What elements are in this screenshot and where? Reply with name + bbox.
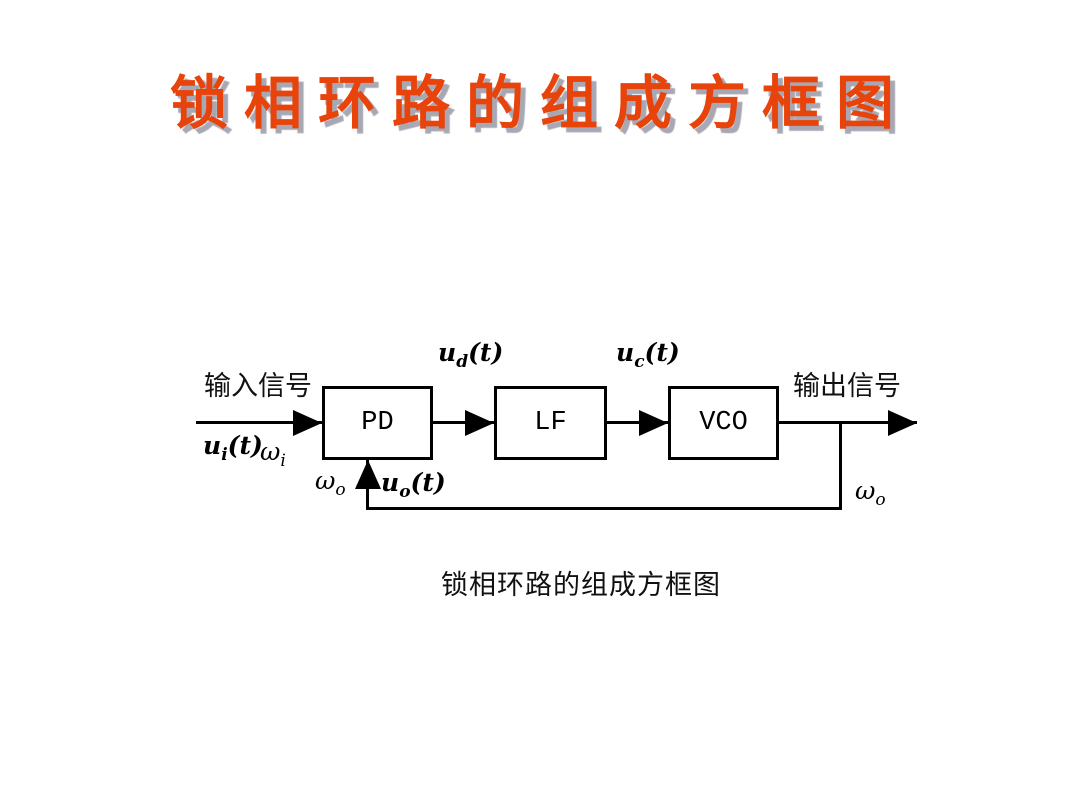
label-omega-o-feedback: ωo [315, 466, 346, 500]
feedback-bottom-line [366, 507, 842, 510]
pd-to-lf-line [433, 421, 494, 424]
arrowhead-into-pd-icon [293, 410, 322, 436]
label-ud-t: ud(t) [438, 338, 504, 372]
block-lf: LF [494, 386, 607, 460]
output-line [779, 421, 917, 424]
block-pd: PD [322, 386, 433, 460]
label-omega-o-output: ωo [855, 476, 886, 510]
label-uc-t: uc(t) [616, 338, 680, 372]
feedback-down-line [839, 421, 842, 510]
label-uo-t: uo(t) [381, 468, 446, 502]
arrowhead-output-icon [888, 410, 917, 436]
output-signal-label: 输出信号 [793, 371, 901, 401]
arrowhead-into-vco-icon [639, 410, 668, 436]
block-pd-label: PD [361, 408, 394, 438]
arrowhead-into-lf-icon [465, 410, 494, 436]
label-ui-t: ui(t) [203, 431, 263, 465]
lf-to-vco-line [607, 421, 668, 424]
block-vco: VCO [668, 386, 779, 460]
block-lf-label: LF [534, 408, 567, 438]
input-line [196, 421, 322, 424]
arrowhead-feedback-into-pd-icon [355, 460, 381, 489]
input-signal-label: 输入信号 [204, 371, 312, 401]
diagram-caption: 锁相环路的组成方框图 [441, 570, 721, 600]
block-vco-label: VCO [699, 408, 748, 438]
label-omega-i: ωi [260, 437, 286, 471]
slide-title: 锁相环路的组成方框图 [169, 71, 910, 136]
